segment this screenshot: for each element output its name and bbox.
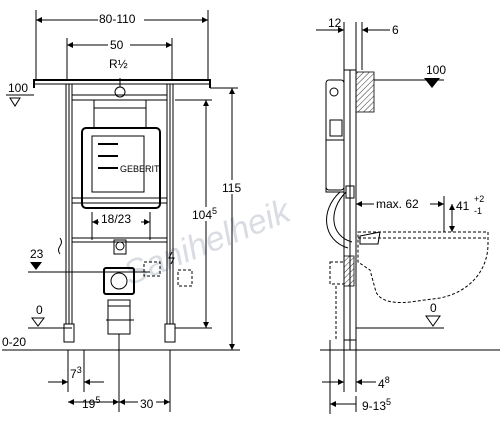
power-socket-box bbox=[143, 261, 161, 277]
level-marker-23: 23 bbox=[28, 237, 150, 273]
side-wall-panel bbox=[355, 71, 375, 113]
side-level-100-label: 100 bbox=[426, 63, 446, 77]
dim-bottom-2-label: 195 bbox=[82, 395, 100, 411]
dim-bolt-spacing-label: 18/23 bbox=[101, 212, 131, 226]
level-0-label: 0 bbox=[36, 303, 43, 317]
side-level-marker-100: 100 bbox=[374, 63, 446, 88]
level-marker-100: 100 bbox=[6, 81, 34, 107]
side-dim-bottom-2-label: 9-135 bbox=[362, 397, 391, 413]
dim-outlet-tol-minus: -1 bbox=[474, 206, 482, 216]
dim-top-side: 12 6 bbox=[316, 16, 399, 70]
dim-height-inner: 1045 bbox=[175, 99, 222, 329]
level-marker-0: 0 0-20 bbox=[2, 303, 240, 351]
floor-range-label: 0-20 bbox=[2, 335, 26, 349]
side-level-marker-0: 0 bbox=[320, 301, 500, 351]
side-dim-bottom-1: 48 bbox=[322, 350, 390, 392]
dim-bottom-1-label: 73 bbox=[70, 365, 82, 381]
dim-top-1-label: 12 bbox=[328, 16, 342, 30]
dim-height-total-label: 115 bbox=[222, 181, 241, 195]
level-100-label: 100 bbox=[8, 81, 28, 95]
dim-height-total: 115 bbox=[178, 87, 244, 351]
dim-height-inner-label: 1045 bbox=[192, 206, 217, 222]
actuator-plate bbox=[91, 135, 145, 193]
dim-total-width: 80-110 bbox=[35, 10, 209, 80]
dim-frame-width-label: 50 bbox=[110, 38, 124, 52]
side-dim-bottom-1-label: 48 bbox=[378, 375, 390, 391]
dim-max-reach: max. 62 bbox=[355, 196, 445, 232]
side-level-0-label: 0 bbox=[430, 301, 437, 315]
dim-bolt-spacing: 18/23 bbox=[91, 211, 151, 240]
dim-bottom-3-label: 30 bbox=[140, 397, 154, 411]
dim-outlet-height: 41 +2 -1 bbox=[449, 194, 484, 232]
wc-bowl-outline bbox=[357, 231, 489, 303]
dim-total-width-label: 80-110 bbox=[99, 12, 136, 26]
dim-top-2-label: 6 bbox=[392, 23, 399, 37]
dim-frame-width: 50 bbox=[66, 37, 173, 80]
waste-outlet bbox=[103, 267, 135, 295]
side-dim-bottom-2: 9-135 bbox=[329, 340, 391, 414]
dim-outlet-tol-plus: +2 bbox=[474, 194, 484, 204]
dim-bottom-1: 73 bbox=[48, 350, 104, 392]
level-23-label: 23 bbox=[30, 247, 44, 261]
front-view: 80-110 50 R½ 100 bbox=[2, 10, 244, 412]
dim-max-reach-label: max. 62 bbox=[376, 197, 419, 211]
thread-label: R½ bbox=[109, 57, 128, 71]
side-waste-connector bbox=[343, 255, 355, 287]
brand-label: GEBERIT bbox=[120, 164, 160, 174]
dim-outlet-main-label: 41 bbox=[456, 199, 470, 213]
dim-bottom-3: 30 bbox=[119, 350, 171, 412]
side-view: 12 6 100 max. 62 4 bbox=[316, 16, 500, 414]
